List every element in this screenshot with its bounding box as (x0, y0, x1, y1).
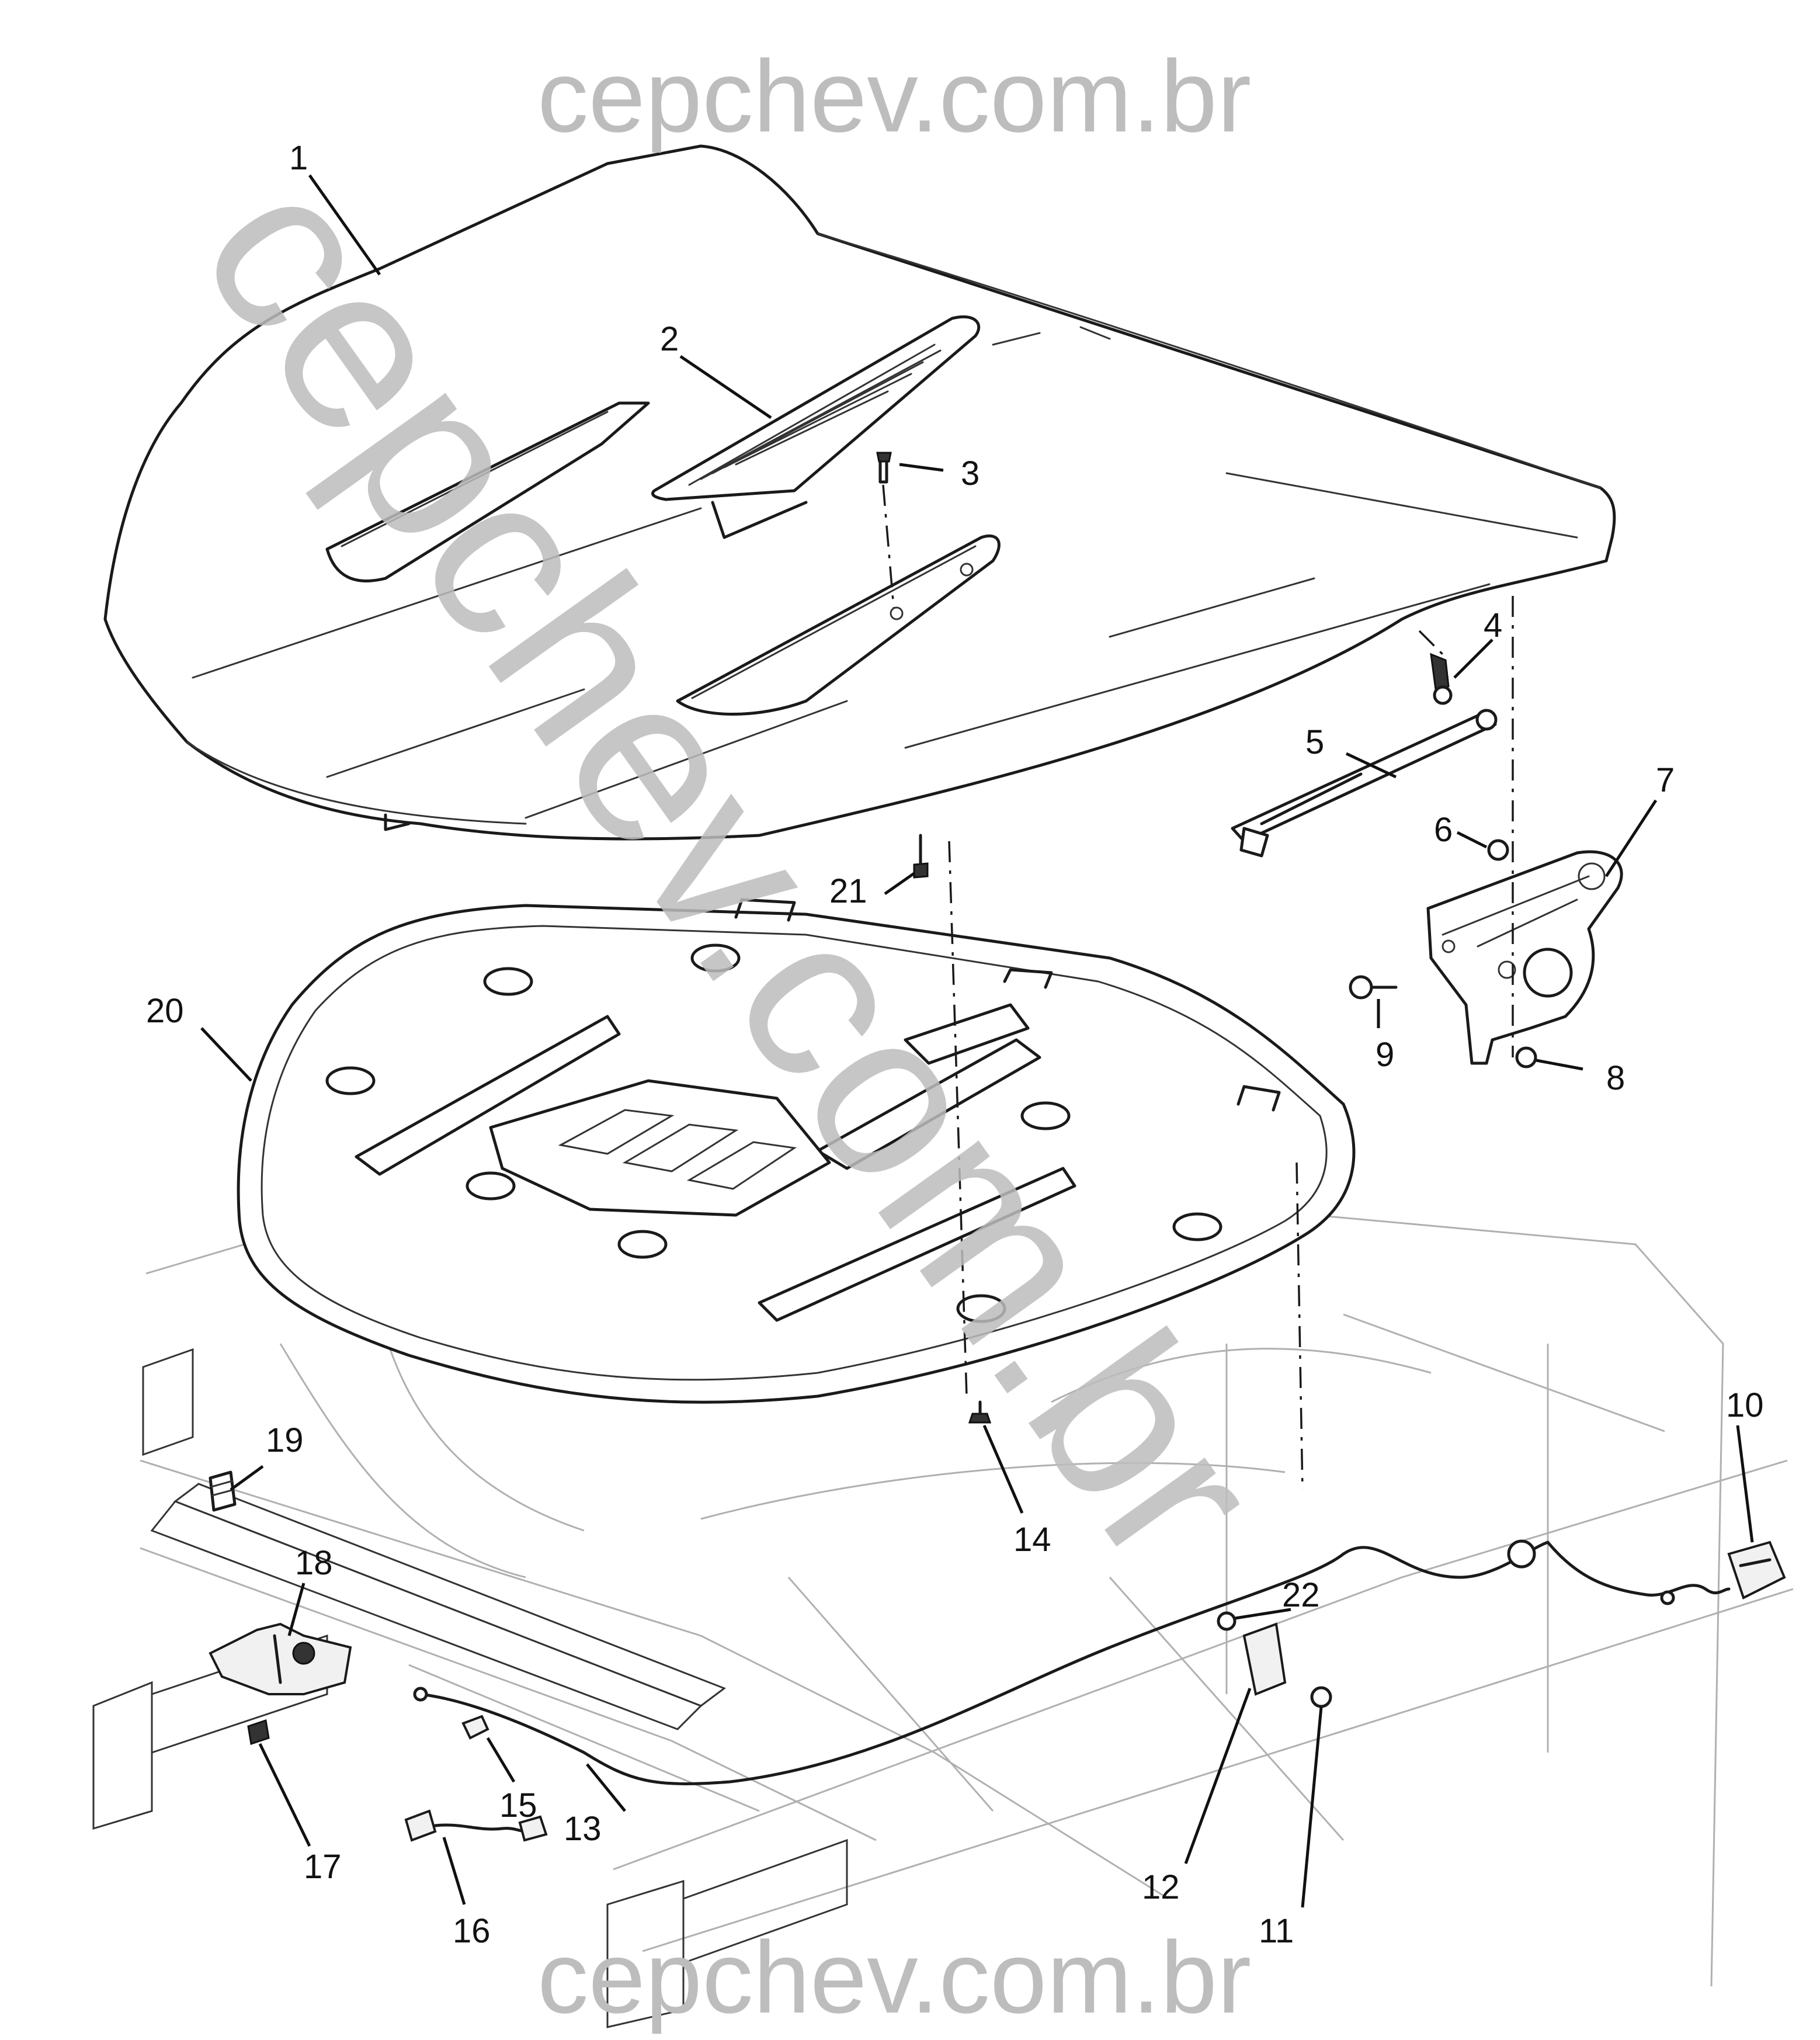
watermark-bottom: cepchev.com.br (537, 1921, 1251, 2035)
callout-3: 3 (961, 455, 980, 492)
latch-bolt (247, 1719, 270, 1745)
callout-13: 13 (564, 1810, 602, 1848)
callout-6: 6 (1434, 811, 1453, 849)
callout-9: 9 (1376, 1036, 1394, 1074)
callout-17: 17 (304, 1848, 342, 1886)
hood-insulator (237, 898, 1356, 1404)
hinge-bolts (1349, 975, 1537, 1068)
latch-wiring-harness (404, 1809, 548, 1842)
cable-clip (968, 1400, 992, 1424)
callout-18: 18 (295, 1544, 333, 1582)
strut-ball-stud (1430, 653, 1453, 705)
alignment-lines (882, 484, 1514, 1490)
callout-4: 4 (1484, 606, 1502, 644)
callout-16: 16 (453, 1912, 491, 1950)
callout-2: 2 (660, 320, 679, 358)
callout-1: 1 (289, 139, 308, 177)
callout-20: 20 (146, 992, 184, 1030)
callout-5: 5 (1305, 723, 1324, 761)
callout-21: 21 (829, 872, 867, 910)
hood-vent-grille (651, 315, 981, 539)
watermark-top: cepchev.com.br (537, 40, 1251, 154)
callout-8: 8 (1606, 1059, 1625, 1097)
push-pin-fastener (876, 452, 892, 484)
hood-insulator-clip (913, 834, 929, 879)
callout-11: 11 (1259, 1912, 1294, 1950)
hood-latch (209, 1622, 352, 1695)
release-handle (1727, 1541, 1786, 1600)
callout-labels: 1 2 3 4 5 6 7 8 9 10 11 12 13 14 15 16 1… (146, 139, 1764, 1950)
wire-connector (461, 1715, 489, 1740)
hood-hinge (1426, 850, 1623, 1065)
callout-7: 7 (1656, 761, 1675, 799)
callout-14: 14 (1013, 1521, 1051, 1559)
callout-12: 12 (1142, 1868, 1180, 1906)
callout-19: 19 (266, 1421, 304, 1459)
hood-panel (103, 144, 1616, 841)
callout-10: 10 (1726, 1386, 1764, 1424)
hood-gas-strut (1231, 709, 1498, 858)
leader-lines (200, 174, 1754, 1908)
hood-bumper (209, 1470, 237, 1512)
hinge-nut-upper (1487, 839, 1509, 861)
callout-15: 15 (499, 1786, 537, 1824)
cable-bracket (1217, 1611, 1332, 1708)
callout-22: 22 (1282, 1576, 1320, 1614)
release-cable (413, 1539, 1731, 1785)
front-body-structure (140, 1214, 1794, 1987)
